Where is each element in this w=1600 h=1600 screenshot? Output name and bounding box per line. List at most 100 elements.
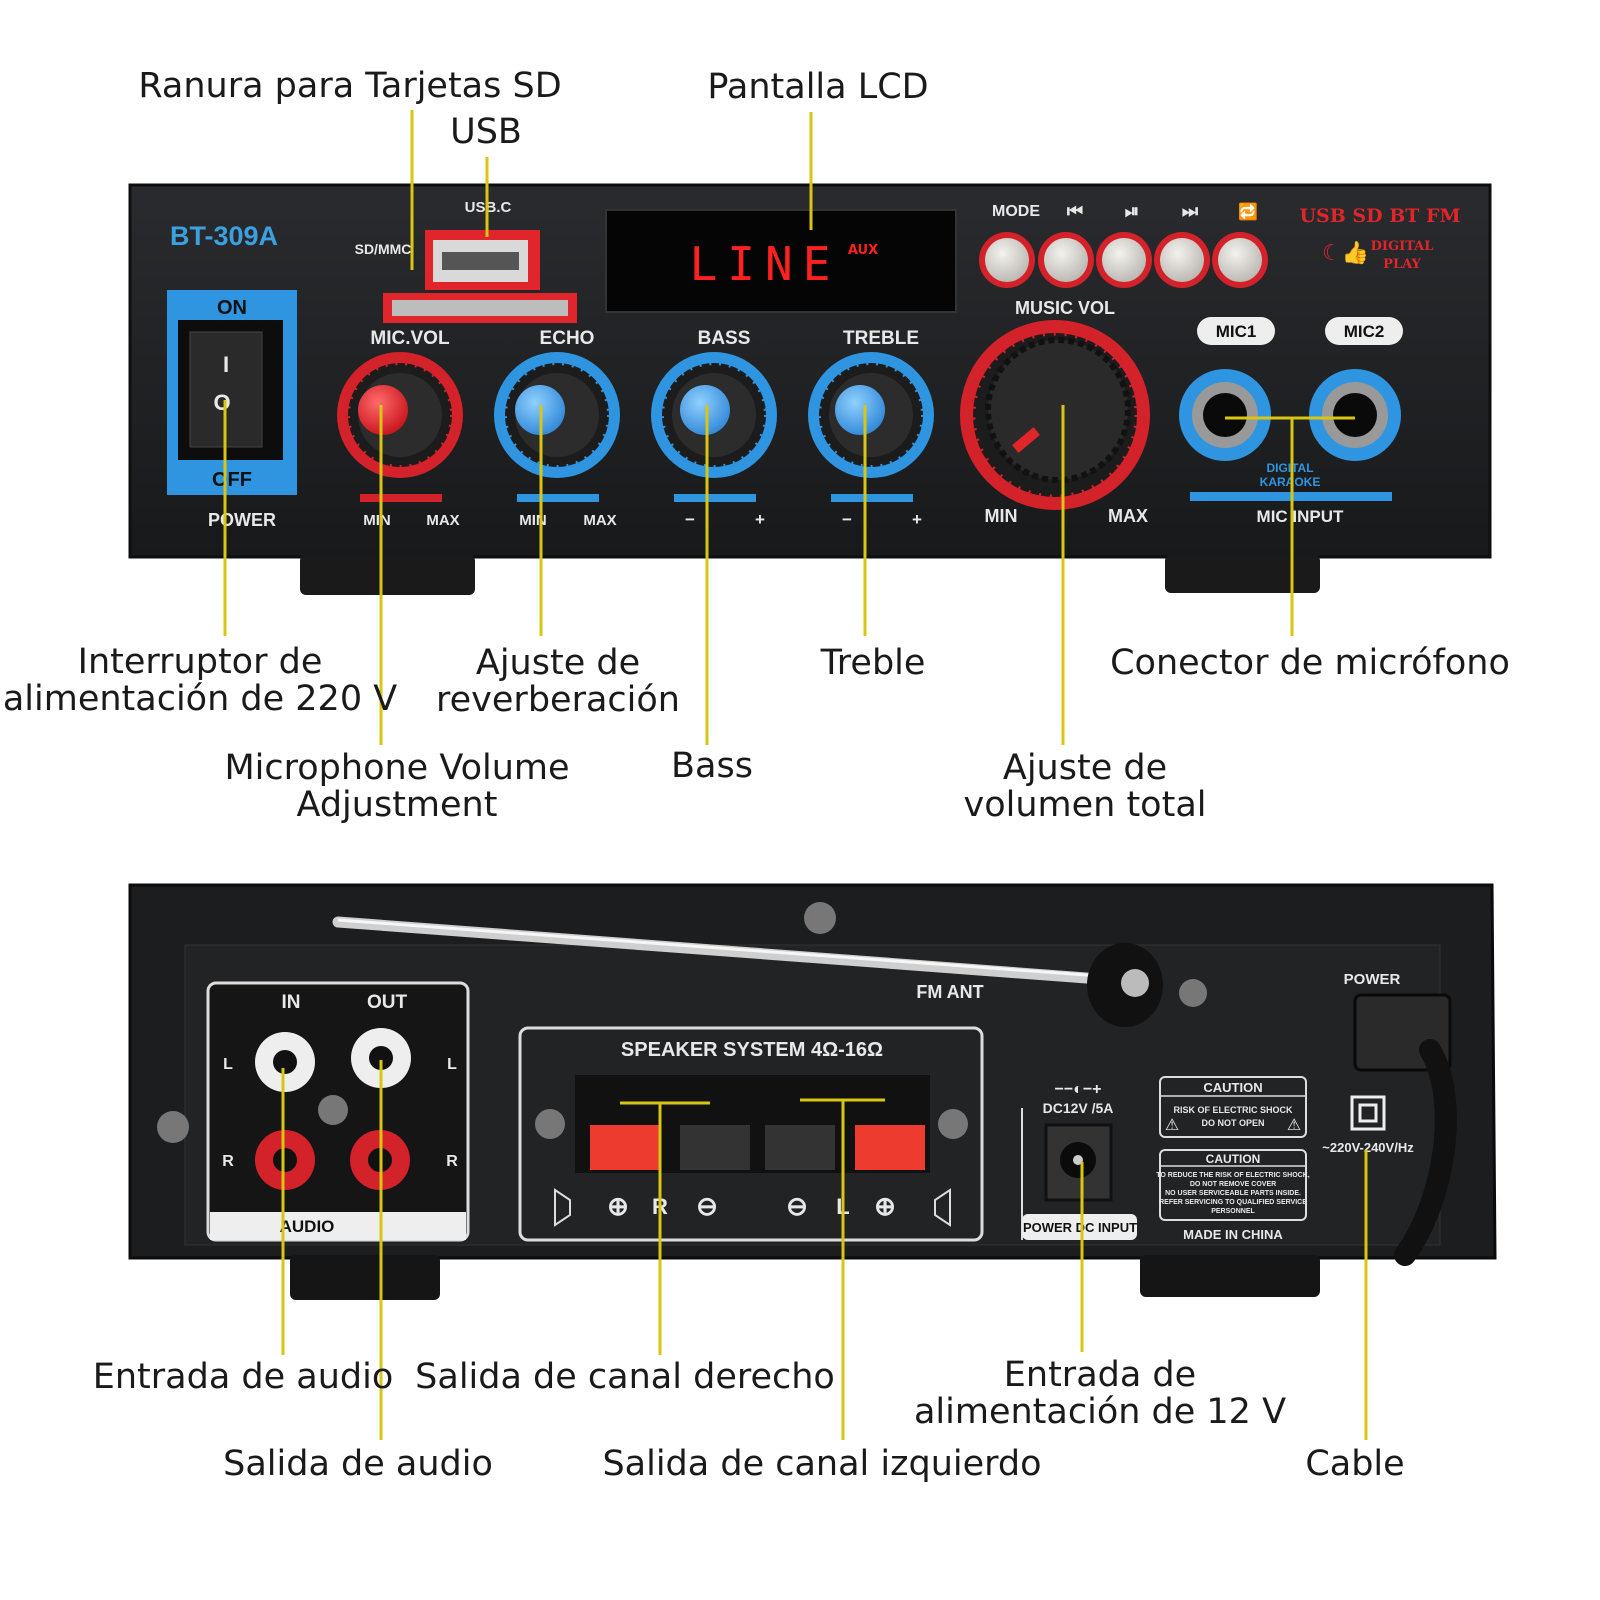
speaker-system-label: SPEAKER SYSTEM 4Ω-16Ω xyxy=(621,1039,883,1061)
caution-text: TO REDUCE THE RISK OF ELECTRIC SHOCK, xyxy=(1156,1172,1310,1179)
transport-buttons: MODE ⏮ ⏯ ⏭ 🔁 xyxy=(979,201,1268,288)
bass-label: BASS xyxy=(698,328,751,349)
dc-polarity-icon: −−◐−+ xyxy=(1054,1081,1101,1098)
screw-icon xyxy=(535,1109,565,1139)
antenna[interactable] xyxy=(332,916,1163,1027)
screw-icon xyxy=(157,1111,189,1143)
callout-usb: USB xyxy=(450,112,522,152)
l-label: L xyxy=(223,1056,233,1073)
callout-mic-connector: Conector de micrófono xyxy=(1110,643,1510,683)
range-min: − xyxy=(842,510,852,529)
switch-o-mark: O xyxy=(213,390,230,415)
range-min: MIN xyxy=(519,512,547,529)
caution-title: CAUTION xyxy=(1206,1152,1261,1166)
plus-mark: ⊕ xyxy=(607,1191,629,1221)
rca-in-left[interactable] xyxy=(255,1032,315,1092)
repeat-button[interactable] xyxy=(1212,232,1268,288)
caution-text: DO NOT REMOVE COVER xyxy=(1190,1181,1276,1188)
caution-title: CAUTION xyxy=(1203,1080,1262,1095)
dc-jack[interactable] xyxy=(1044,1123,1113,1202)
in-label: IN xyxy=(282,992,301,1013)
range-max: + xyxy=(755,510,765,529)
plus-mark: ⊕ xyxy=(874,1191,896,1221)
mic-vol-knob[interactable] xyxy=(337,352,463,478)
foot xyxy=(290,1255,440,1300)
repeat-icon: 🔁 xyxy=(1238,202,1258,221)
power-cable[interactable] xyxy=(1353,993,1457,1266)
terminal-left-positive[interactable] xyxy=(855,1125,925,1170)
switch-off-label: OFF xyxy=(212,469,252,491)
terminal-right-negative[interactable] xyxy=(680,1125,750,1170)
treble-knob[interactable] xyxy=(808,352,934,478)
karaoke-label: DIGITAL xyxy=(1266,461,1313,475)
caution-text: RISK OF ELECTRIC SHOCK xyxy=(1173,1105,1293,1115)
range-min: MIN xyxy=(363,512,391,529)
play-pause-button[interactable] xyxy=(1096,232,1152,288)
callout-line: volumen total xyxy=(963,785,1207,825)
lcd-text: LINE xyxy=(690,237,841,291)
usb-port[interactable] xyxy=(425,230,540,290)
rear-power-label: POWER xyxy=(1344,971,1401,988)
karaoke-label: KARAOKE xyxy=(1260,475,1321,489)
callout-line: alimentación de 12 V xyxy=(913,1392,1287,1432)
caution-text: REFER SERVICING TO QUALIFIED SERVICE xyxy=(1159,1199,1307,1206)
mic2-jack[interactable] xyxy=(1309,369,1401,461)
thumbs-up-icon: ☾👍 xyxy=(1322,240,1369,266)
terminal-left-negative[interactable] xyxy=(765,1125,835,1170)
callout-bass: Bass xyxy=(671,746,753,786)
caution-text: NO USER SERVICEABLE PARTS INSIDE. xyxy=(1165,1190,1301,1197)
rca-out-left[interactable] xyxy=(351,1028,411,1088)
bass-knob[interactable] xyxy=(651,352,777,478)
callout-treble: Treble xyxy=(820,643,926,683)
audio-io-block: IN OUT L L R R AUDIO xyxy=(206,981,470,1242)
callout-line: Ajuste de xyxy=(1002,748,1168,788)
mode-button[interactable] xyxy=(979,232,1035,288)
callout-lcd: Pantalla LCD xyxy=(707,67,929,107)
power-dc-input-label: POWER DC INPUT xyxy=(1023,1220,1137,1235)
treble-label: TREBLE xyxy=(843,328,919,349)
callout-cable: Cable xyxy=(1305,1444,1405,1484)
music-min: MIN xyxy=(985,506,1018,526)
callout-line: Interruptor de xyxy=(77,642,323,682)
range-bar xyxy=(360,494,442,502)
next-button[interactable] xyxy=(1154,232,1210,288)
sd-card-slot[interactable] xyxy=(383,293,577,323)
model-label: BT-309A xyxy=(170,221,278,251)
switch-on-label: ON xyxy=(217,297,247,319)
r-label: R xyxy=(446,1153,458,1170)
range-min: − xyxy=(685,510,695,529)
range-max: MAX xyxy=(426,512,459,529)
rca-in-right[interactable] xyxy=(255,1130,315,1190)
ac-rating: ~220V-240V/Hz xyxy=(1322,1140,1414,1155)
caution-text: DO NOT OPEN xyxy=(1201,1118,1264,1128)
mic-input-label: MIC INPUT xyxy=(1257,507,1345,526)
rear-panel: IN OUT L L R R AUDIO SPEAKER SYSTEM 4Ω-1… xyxy=(128,883,1497,1300)
next-icon: ⏭ xyxy=(1182,201,1199,221)
caution-labels: CAUTION RISK OF ELECTRIC SHOCK DO NOT OP… xyxy=(1156,1076,1310,1242)
callout-audio-out: Salida de audio xyxy=(223,1444,493,1484)
mic-vol-label: MIC.VOL xyxy=(370,328,450,349)
minus-mark: ⊖ xyxy=(696,1191,718,1221)
l-label: L xyxy=(447,1056,457,1073)
warning-icon: ⚠ xyxy=(1165,1115,1179,1134)
sd-mmc-label: SD/MMC xyxy=(355,241,412,257)
callout-audio-in: Entrada de audio xyxy=(92,1357,394,1397)
prev-button[interactable] xyxy=(1038,232,1094,288)
caution-text: PERSONNEL xyxy=(1211,1208,1255,1215)
terminal-right-positive[interactable] xyxy=(590,1125,660,1170)
power-switch[interactable]: ON OFF I O xyxy=(167,290,297,495)
callout-line: alimentación de 220 V xyxy=(2,679,398,719)
audio-label: AUDIO xyxy=(280,1217,335,1236)
screw-icon xyxy=(1179,979,1207,1007)
minus-mark: ⊖ xyxy=(786,1191,808,1221)
digital-play-label: PLAY xyxy=(1383,257,1421,272)
mic1-jack[interactable] xyxy=(1179,369,1271,461)
echo-knob[interactable] xyxy=(494,352,620,478)
front-panel: BT-309A ON OFF I O POWER USB.C SD/MMC LI… xyxy=(128,183,1492,595)
music-vol-knob[interactable] xyxy=(960,320,1150,510)
